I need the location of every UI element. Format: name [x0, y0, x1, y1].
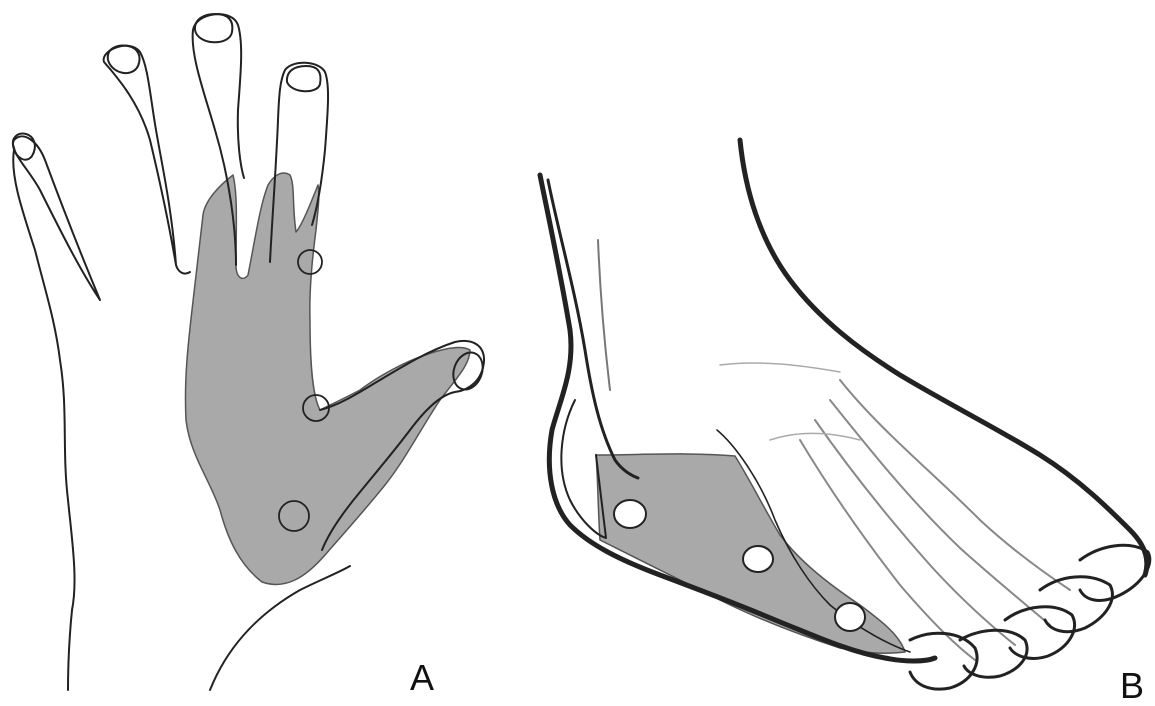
- foot-tendon: [830, 400, 1050, 625]
- finger-joint-1: [176, 265, 190, 274]
- foot-tendon: [770, 433, 860, 440]
- foot-dorsum-outline: [740, 140, 1147, 575]
- foot-marker: [614, 500, 646, 528]
- foot-tendon: [720, 363, 840, 372]
- panel-a-hand: [13, 14, 488, 690]
- hand-palm-outline: [13, 150, 74, 610]
- foot-marker: [835, 603, 865, 631]
- hand-ring-finger: [104, 46, 176, 265]
- hand-wrist-left: [68, 610, 72, 690]
- foot-achilles: [548, 180, 638, 478]
- hand-little-finger: [13, 136, 100, 300]
- foot-tendon: [840, 380, 1070, 590]
- foot-toe: [1040, 577, 1112, 632]
- foot-toe: [1080, 545, 1150, 600]
- foot-tendon-line: [598, 240, 610, 390]
- foot-marker: [743, 546, 773, 572]
- index-nail: [287, 66, 321, 91]
- hand-shaded-region: [185, 173, 470, 584]
- middle-nail: [195, 14, 232, 42]
- panel-label-b: B: [1120, 668, 1144, 704]
- panel-label-a: A: [410, 660, 434, 696]
